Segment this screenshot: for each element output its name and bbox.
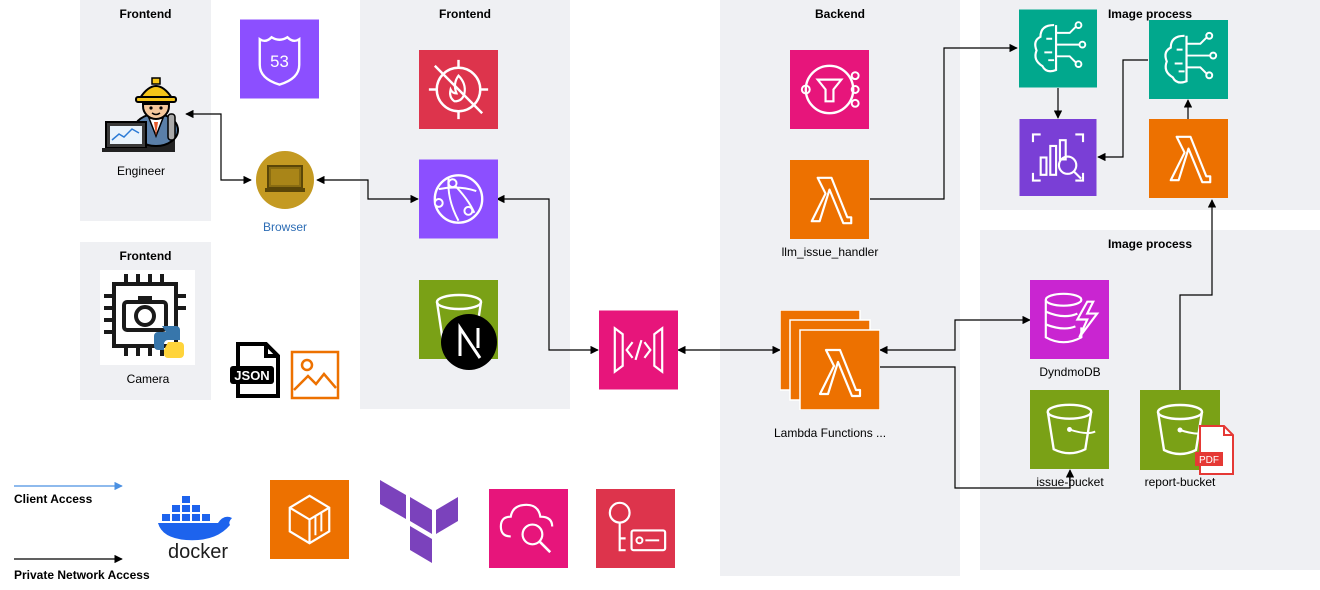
group-title: Frontend	[119, 7, 172, 21]
sagemaker-icon-2[interactable]	[1149, 20, 1228, 99]
image-file-icon	[290, 350, 340, 400]
camera-icon	[100, 270, 195, 365]
codedeploy-icon[interactable]	[270, 480, 349, 559]
json-text: JSON	[234, 368, 269, 383]
browser-label: Browser	[262, 220, 307, 234]
group-title: Backend	[814, 7, 866, 21]
json-file-icon: JSON	[230, 342, 282, 398]
lambda-stack-icon[interactable]	[780, 310, 880, 410]
s3-report-bucket-icon[interactable]: PDF	[1140, 390, 1240, 476]
group-title: Frontend	[119, 249, 172, 263]
group-title: Image process	[1107, 7, 1193, 21]
pdf-text: PDF	[1199, 455, 1219, 466]
lambda-icon[interactable]	[790, 160, 869, 239]
browser-icon[interactable]	[255, 150, 315, 210]
cloudfront-icon[interactable]	[419, 159, 498, 239]
secrets-manager-icon[interactable]	[596, 489, 675, 568]
cloud-search-icon[interactable]	[489, 489, 568, 568]
waf-icon[interactable]	[419, 50, 498, 129]
engineer-icon	[102, 72, 182, 156]
issue-bucket-label: issue-bucket	[1036, 475, 1104, 489]
group-title: Image process	[1107, 237, 1193, 251]
rekognition-icon[interactable]	[1019, 119, 1097, 196]
terraform-icon	[378, 480, 466, 574]
lambda-functions-label: Lambda Functions ...	[773, 426, 887, 440]
route53-icon[interactable]: 53	[240, 19, 319, 99]
s3-bucket-icon[interactable]	[1030, 390, 1109, 469]
sagemaker-icon[interactable]	[1019, 9, 1097, 88]
api-gateway-icon[interactable]	[599, 310, 678, 390]
legend-client-access: Client Access	[14, 492, 93, 506]
route53-text: 53	[270, 52, 289, 71]
lambda-icon-2[interactable]	[1149, 119, 1228, 198]
docker-text: docker	[168, 541, 228, 562]
legend-private-access: Private Network Access	[14, 568, 150, 582]
camera-label: Camera	[126, 372, 170, 386]
report-bucket-label: report-bucket	[1144, 475, 1216, 489]
dynamodb-label: DyndmoDB	[1039, 365, 1101, 379]
llm-issue-handler-label: llm_issue_handler	[781, 245, 879, 259]
sns-icon[interactable]	[790, 50, 869, 129]
engineer-label: Engineer	[116, 164, 166, 178]
group-title: Frontend	[439, 7, 491, 21]
s3-nextjs-icon[interactable]	[419, 280, 499, 370]
dynamodb-icon[interactable]	[1030, 280, 1109, 359]
docker-icon: docker	[156, 492, 240, 562]
